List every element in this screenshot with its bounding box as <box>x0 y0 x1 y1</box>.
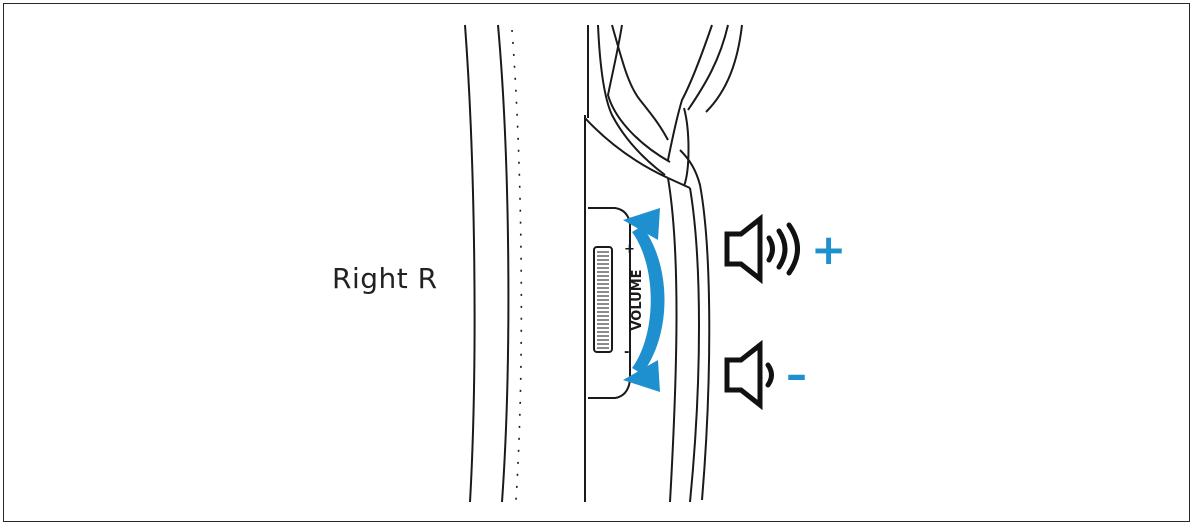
figure-frame <box>3 3 1190 522</box>
speaker-quiet-icon <box>724 339 774 411</box>
decrease-symbol: – <box>786 350 807 399</box>
ear-cup <box>584 115 711 503</box>
volume-wheel-housing <box>588 207 631 399</box>
increase-symbol: + <box>811 225 846 274</box>
volume-label: VOLUME <box>630 269 645 330</box>
volume-plus-mark: + <box>624 242 635 257</box>
volume-label-group: VOLUME <box>630 269 645 330</box>
speaker-loud-icon <box>724 213 800 285</box>
headband <box>587 24 743 187</box>
side-label: Right R <box>332 262 438 295</box>
ear-cushion <box>464 24 523 503</box>
volume-minus-mark: - <box>624 345 629 360</box>
volume-wheel[interactable] <box>593 246 613 353</box>
rotation-arrow-icon <box>623 208 665 392</box>
